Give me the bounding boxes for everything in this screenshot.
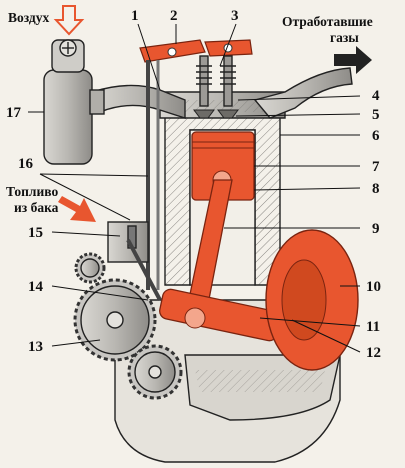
exhaust-arrow-icon [334, 46, 372, 74]
timing-gear-large [73, 278, 157, 362]
intake-manifold [91, 84, 186, 119]
callout-17: 17 [6, 105, 22, 121]
callout-1: 1 [131, 8, 139, 24]
callout-9: 9 [372, 221, 380, 237]
callout-14: 14 [28, 279, 44, 295]
callout-11: 11 [366, 319, 380, 335]
fuel-pump [107, 221, 162, 301]
callout-10: 10 [366, 279, 381, 295]
rocker-arms [139, 39, 253, 63]
callout-6: 6 [372, 128, 380, 144]
fuel-label-line2: из бака [14, 200, 59, 215]
callout-13: 13 [28, 339, 43, 355]
callout-2: 2 [170, 8, 178, 24]
callout-12: 12 [366, 345, 381, 361]
callout-15: 15 [28, 225, 43, 241]
callout-4: 4 [372, 88, 380, 104]
oil-pan-hatch [195, 370, 325, 392]
head-hatch [165, 100, 280, 112]
leader-lines [28, 23, 361, 353]
callout-3: 3 [231, 8, 239, 24]
exhaust-manifold [253, 67, 353, 119]
valves [193, 55, 239, 119]
air-filter [43, 39, 105, 165]
callout-7: 7 [372, 159, 380, 175]
fuel-arrow-icon [58, 196, 96, 222]
flywheel [265, 229, 359, 371]
timing-gear-small [127, 344, 183, 400]
callout-16: 16 [18, 156, 34, 172]
air-arrow-icon [53, 5, 85, 36]
air-label: Воздух [8, 10, 50, 25]
exhaust-label-line2: газы [330, 30, 359, 45]
callout-8: 8 [372, 181, 380, 197]
exhaust-label-line1: Отработавшие [282, 14, 373, 29]
camshaft-gear [74, 252, 106, 284]
fuel-label-line1: Топливо [6, 184, 58, 199]
callout-5: 5 [372, 107, 380, 123]
